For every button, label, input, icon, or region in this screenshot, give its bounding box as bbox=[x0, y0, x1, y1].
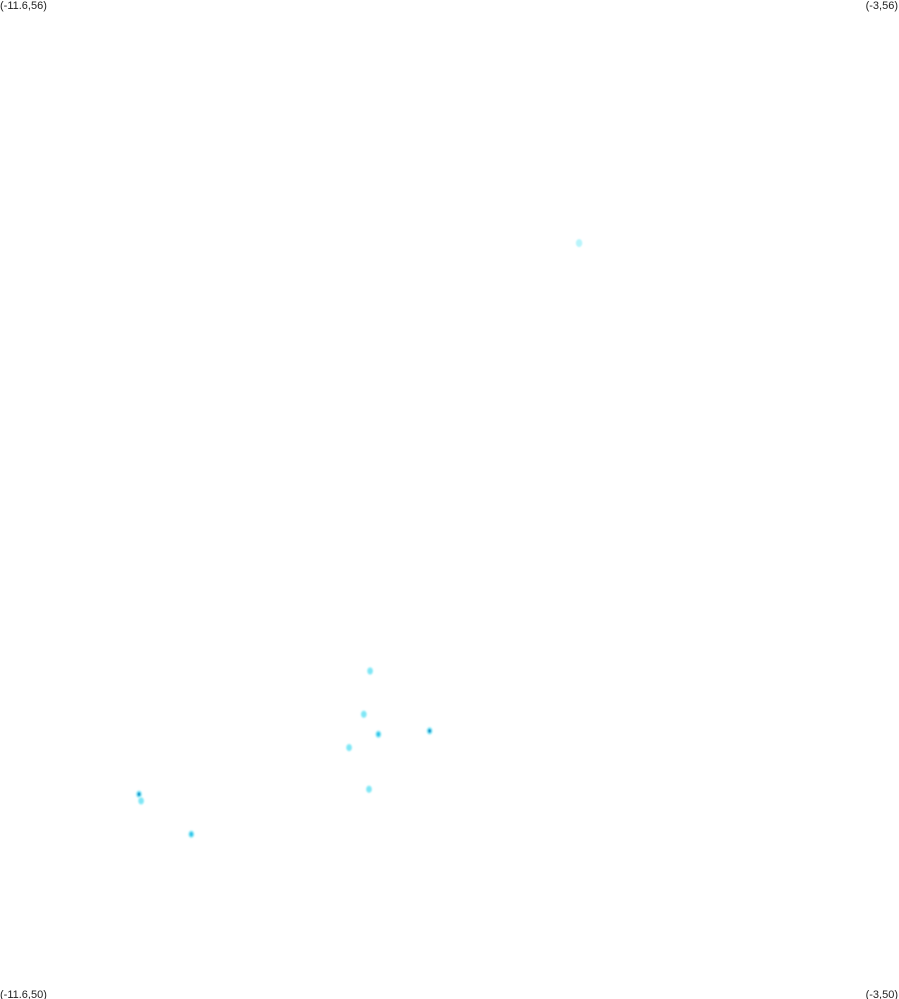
density-mark bbox=[366, 786, 372, 793]
density-hotspot bbox=[188, 830, 195, 839]
density-mark bbox=[346, 744, 352, 751]
density-hotspot bbox=[137, 796, 145, 805]
density-hotspot bbox=[426, 726, 433, 735]
corner-label-top-right: (-3,56) bbox=[865, 0, 898, 12]
density-hotspot bbox=[575, 239, 583, 248]
density-mark bbox=[361, 711, 367, 718]
density-hotspot bbox=[345, 743, 353, 752]
density-mark bbox=[137, 792, 141, 796]
corner-label-top-left: (-11.6,56) bbox=[0, 0, 47, 12]
corner-label-bottom-right: (-3,50) bbox=[865, 989, 898, 999]
density-hotspot bbox=[135, 790, 143, 799]
density-mark bbox=[367, 668, 373, 674]
corner-label-bottom-left: (-11.6,50) bbox=[0, 989, 47, 999]
density-hotspot bbox=[375, 730, 382, 739]
density-mark bbox=[376, 732, 381, 737]
density-hotspot bbox=[366, 667, 374, 675]
density-mark bbox=[428, 729, 431, 733]
density-mark bbox=[189, 831, 194, 837]
density-hotspot bbox=[360, 710, 367, 719]
density-mark bbox=[575, 239, 583, 248]
density-hotspot bbox=[365, 785, 373, 794]
density-mark bbox=[138, 797, 144, 804]
